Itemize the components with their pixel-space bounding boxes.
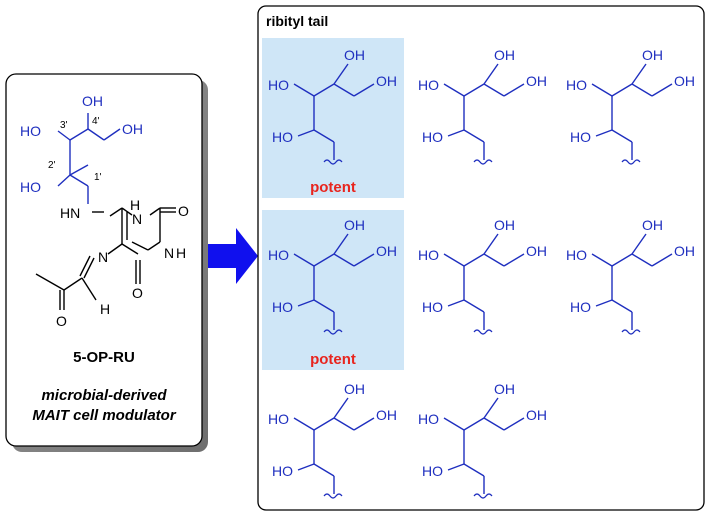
isomer-ho-bottom: HO (570, 129, 591, 145)
isomer-ho-bottom: HO (422, 129, 443, 145)
isomer-oh-right: OH (376, 73, 397, 89)
o-carbonyl-top: O (178, 203, 189, 219)
pyrimidine-ring-bonds (35, 207, 176, 310)
n-imine: N (98, 249, 108, 265)
isomer-oh-top: OH (344, 217, 365, 233)
hn-amine: HN (60, 205, 80, 221)
left-card: OH HO OH HO 3' 4' 2' 1' (5, 73, 208, 452)
arrow-shaft (208, 244, 236, 268)
attachment-wavy-bond (473, 493, 493, 499)
compound-name: 5-OP-RU (73, 349, 135, 366)
isomer-ho-bottom: HO (272, 299, 293, 315)
arrow-head-icon (236, 228, 258, 284)
isomer-ho-left: HO (418, 247, 439, 263)
ho-3prime: HO (20, 123, 41, 139)
isomer-structure: OH HO OH HO (268, 47, 397, 165)
attachment-wavy-bond (473, 329, 493, 335)
isomer-ho-left: HO (268, 411, 289, 427)
attachment-wavy-bond (323, 159, 343, 165)
isomer-structure: OH HO OH HO (566, 217, 695, 335)
isomer-oh-right: OH (526, 243, 547, 259)
isomer-grid: OH HO OH HO OH HO OH HO OH HO OH HO OH HO OH HO OH HO OH HO… (268, 47, 695, 499)
label-4prime: 4' (92, 116, 100, 127)
left-card-frame (5, 73, 203, 447)
label-3prime: 3' (60, 120, 68, 131)
isomer-ho-left: HO (418, 411, 439, 427)
isomer-oh-top: OH (344, 47, 365, 63)
isomer-oh-top: OH (494, 217, 515, 233)
isomer-ho-left: HO (566, 247, 587, 263)
attachment-wavy-bond (323, 329, 343, 335)
isomer-ho-bottom: HO (422, 299, 443, 315)
oh-5prime: OH (122, 121, 143, 137)
isomer-oh-top: OH (344, 381, 365, 397)
isomer-oh-right: OH (376, 243, 397, 259)
nh-ring: N (164, 245, 174, 261)
isomer-ho-left: HO (268, 77, 289, 93)
isomer-oh-right: OH (674, 243, 695, 259)
isomer-oh-right: OH (376, 407, 397, 423)
ribityl-chain-bonds (57, 113, 121, 204)
potent-label-2: potent (310, 351, 356, 368)
attachment-wavy-bond (323, 493, 343, 499)
isomer-structure: OH HO OH HO (418, 381, 547, 499)
isomer-ho-left: HO (566, 77, 587, 93)
attachment-wavy-bond (621, 329, 641, 335)
o-carbonyl-bottom: O (132, 285, 143, 301)
isomer-ho-bottom: HO (272, 129, 293, 145)
isomer-structure: OH HO OH HO (566, 47, 695, 165)
ho-2prime: HO (20, 179, 41, 195)
highlight-box-2 (262, 210, 404, 370)
isomer-ho-left: HO (418, 77, 439, 93)
label-2prime: 2' (48, 160, 56, 171)
oh-4prime: OH (82, 93, 103, 109)
isomer-oh-top: OH (642, 217, 663, 233)
isomer-ho-bottom: HO (422, 463, 443, 479)
description-line1: microbial-derived (41, 387, 167, 404)
h-ring: H (130, 197, 140, 213)
label-1prime: 1' (94, 172, 102, 183)
panel-title: ribityl tail (266, 13, 328, 29)
isomer-oh-top: OH (494, 381, 515, 397)
transition-arrow (208, 228, 258, 284)
isomer-structure: OH HO OH HO (418, 217, 547, 335)
nh-ring-h: H (176, 245, 186, 261)
attachment-wavy-bond (473, 159, 493, 165)
potent-label-1: potent (310, 179, 356, 196)
isomer-ho-left: HO (268, 247, 289, 263)
isomer-ho-bottom: HO (570, 299, 591, 315)
attachment-wavy-bond (621, 159, 641, 165)
highlight-box-1 (262, 38, 404, 198)
isomer-structure: OH HO OH HO (268, 217, 397, 335)
isomer-structure: OH HO OH HO (418, 47, 547, 165)
description-line2: MAIT cell modulator (32, 407, 177, 424)
h-imine: H (100, 301, 110, 317)
o-ketone: O (56, 313, 67, 329)
isomer-oh-right: OH (674, 73, 695, 89)
n1-ring: N (132, 211, 142, 227)
isomer-oh-right: OH (526, 407, 547, 423)
isomer-oh-top: OH (494, 47, 515, 63)
isomer-oh-top: OH (642, 47, 663, 63)
isomer-structure: OH HO OH HO (268, 381, 397, 499)
isomer-oh-right: OH (526, 73, 547, 89)
isomer-ho-bottom: HO (272, 463, 293, 479)
